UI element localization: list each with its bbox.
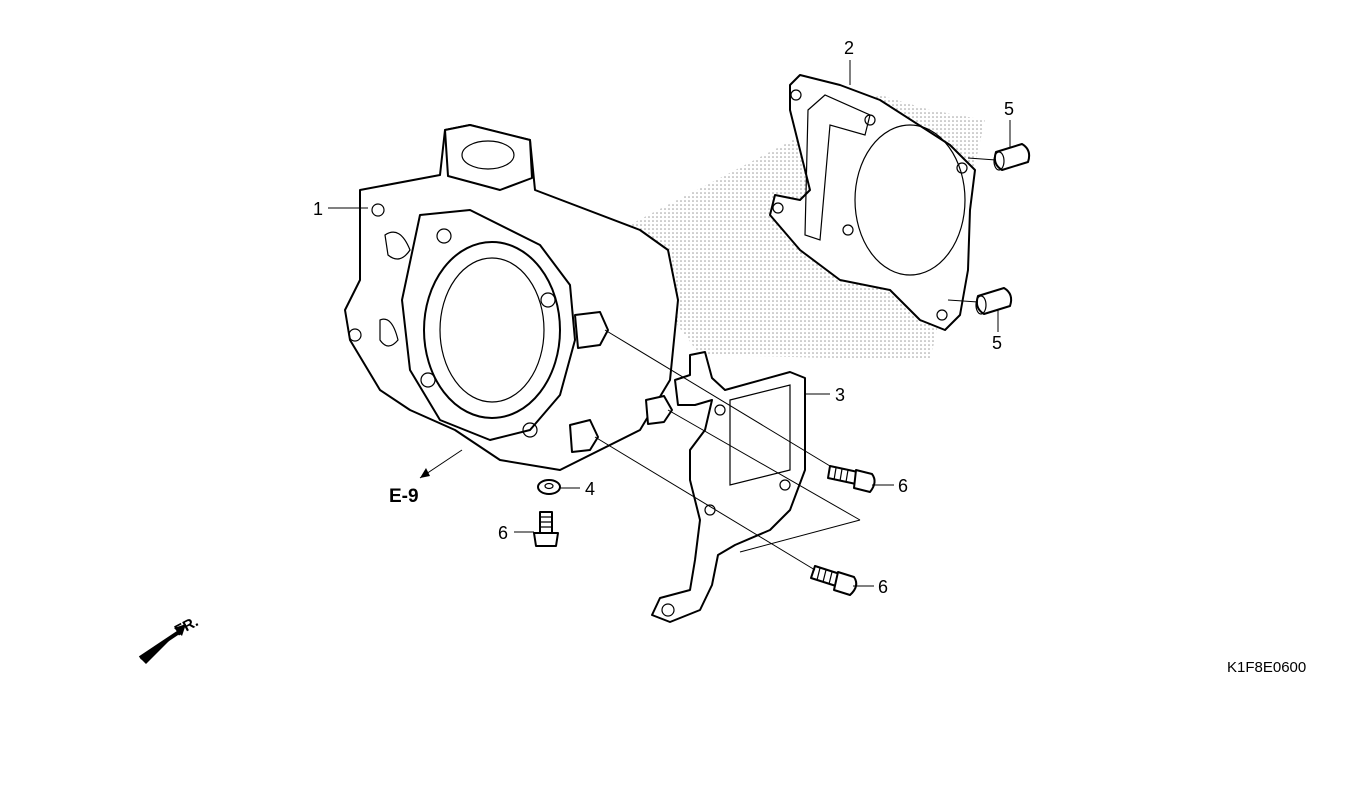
bolt-left-drawing <box>533 511 559 547</box>
callout-3: 3 <box>835 385 845 405</box>
cylinder-drawing <box>344 124 679 471</box>
washer-drawing <box>537 479 561 495</box>
callout-5-lower: 5 <box>992 333 1002 353</box>
dowel-pin-lower-drawing <box>975 287 1013 315</box>
leader-lines <box>328 60 1011 587</box>
front-arrow-icon <box>138 624 186 664</box>
callout-1: 1 <box>313 199 323 219</box>
callout-4: 4 <box>585 479 595 499</box>
callout-5-upper: 5 <box>1004 99 1014 119</box>
bracket-drawing <box>651 351 806 623</box>
reference-label: E-9 <box>389 486 419 507</box>
dowel-pin-upper-drawing <box>993 143 1031 171</box>
gasket-drawing <box>769 74 976 331</box>
diagram-code: K1F8E0600 <box>1227 659 1306 676</box>
callout-6-left: 6 <box>498 523 508 543</box>
bolt-lower-right-drawing <box>810 565 858 596</box>
callout-6-upper-right: 6 <box>898 476 908 496</box>
callout-2: 2 <box>844 38 854 58</box>
bolt-upper-right-drawing <box>827 465 876 493</box>
callout-6-lower-right: 6 <box>878 577 888 597</box>
